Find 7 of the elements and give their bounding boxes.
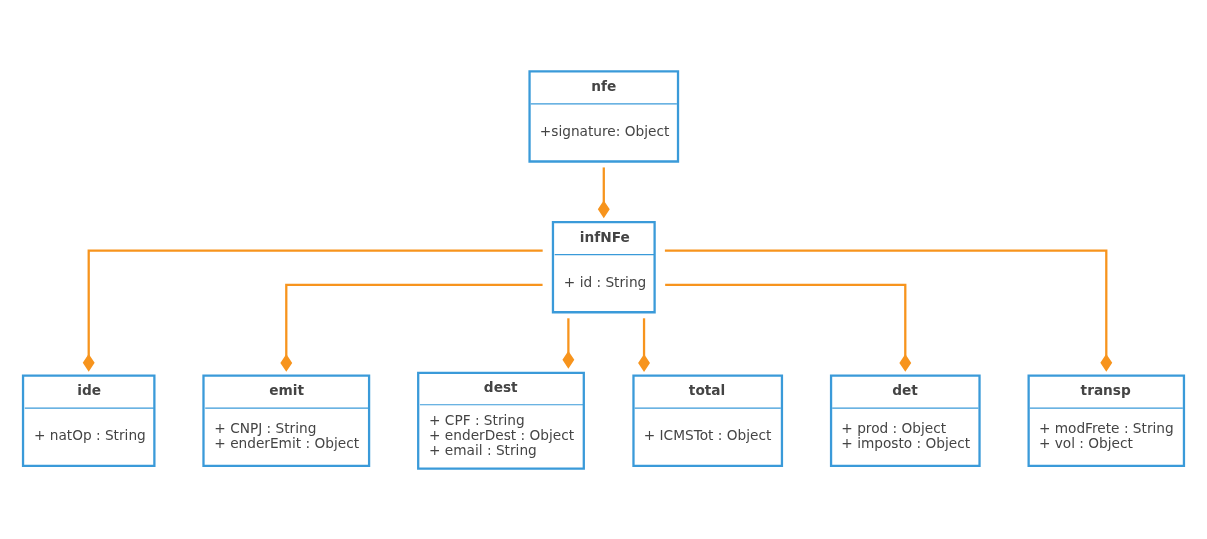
connector [664,248,1113,372]
connector [638,317,650,372]
connector [665,283,912,372]
connector [82,248,543,372]
connector [280,283,543,372]
connector [562,317,575,369]
connector [597,166,610,218]
